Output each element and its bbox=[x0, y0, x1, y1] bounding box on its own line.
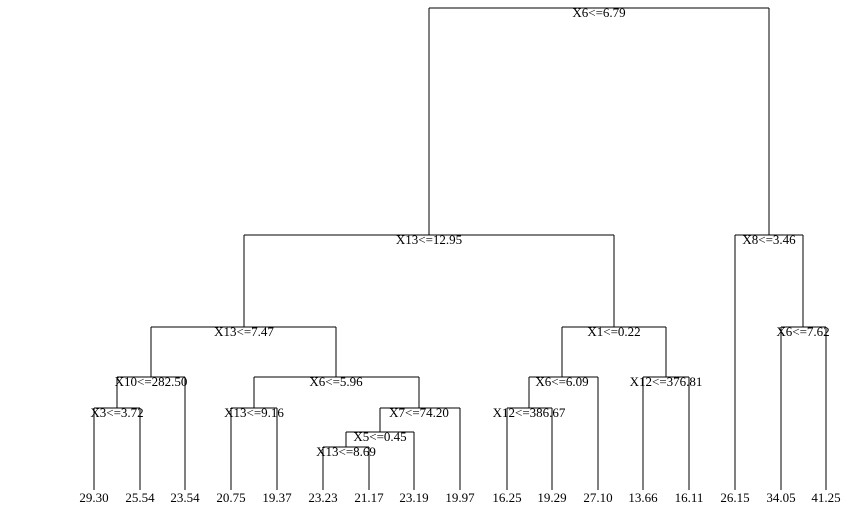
split-label-x13-le-12-95: X13<=12.95 bbox=[396, 232, 462, 247]
leaf-value-23-54: 23.54 bbox=[170, 490, 200, 505]
split-label-x12-le-386-67: X12<=386.67 bbox=[493, 405, 566, 420]
leaf-value-16-25: 16.25 bbox=[492, 490, 521, 505]
split-label-x6-le-6-09: X6<=6.09 bbox=[535, 374, 588, 389]
split-label-x3-le-3-72: X3<=3.72 bbox=[90, 405, 143, 420]
split-label-x12-le-376-81: X12<=376.81 bbox=[630, 374, 703, 389]
split-label-x1-le-0-22: X1<=0.22 bbox=[587, 324, 640, 339]
leaf-value-34-05: 34.05 bbox=[766, 490, 795, 505]
leaf-value-19-37: 19.37 bbox=[262, 490, 292, 505]
split-label-x13-le-8-69: X13<=8.69 bbox=[316, 444, 376, 459]
leaf-value-27-10: 27.10 bbox=[583, 490, 612, 505]
split-label-x13-le-7-47: X13<=7.47 bbox=[214, 324, 274, 339]
leaf-value-20-75: 20.75 bbox=[216, 490, 245, 505]
leaf-value-26-15: 26.15 bbox=[720, 490, 749, 505]
split-label-x8-le-3-46: X8<=3.46 bbox=[742, 232, 796, 247]
leaf-value-29-30: 29.30 bbox=[79, 490, 108, 505]
leaf-value-41-25: 41.25 bbox=[811, 490, 840, 505]
tree-edges bbox=[93, 7, 827, 490]
leaf-value-13-66: 13.66 bbox=[628, 490, 658, 505]
split-label-x10-le-282-50: X10<=282.50 bbox=[115, 374, 188, 389]
leaf-value-16-11: 16.11 bbox=[675, 490, 704, 505]
split-label-x5-le-0-45: X5<=0.45 bbox=[353, 429, 406, 444]
leaf-value-25-54: 25.54 bbox=[125, 490, 155, 505]
split-label-x7-le-74-20: X7<=74.20 bbox=[389, 405, 449, 420]
tree-labels: X6<=6.79X13<=12.95X13<=7.47X10<=282.50X3… bbox=[79, 5, 840, 505]
leaf-value-19-97: 19.97 bbox=[445, 490, 475, 505]
leaf-value-23-19: 23.19 bbox=[399, 490, 428, 505]
split-label-x6-le-5-96: X6<=5.96 bbox=[309, 374, 363, 389]
leaf-value-21-17: 21.17 bbox=[354, 490, 384, 505]
split-label-x6-le-6-79: X6<=6.79 bbox=[572, 5, 625, 20]
leaf-value-19-29: 19.29 bbox=[537, 490, 566, 505]
leaf-value-23-23: 23.23 bbox=[308, 490, 337, 505]
split-label-x6-le-7-62: X6<=7.62 bbox=[776, 324, 829, 339]
split-label-x13-le-9-16: X13<=9.16 bbox=[224, 405, 284, 420]
